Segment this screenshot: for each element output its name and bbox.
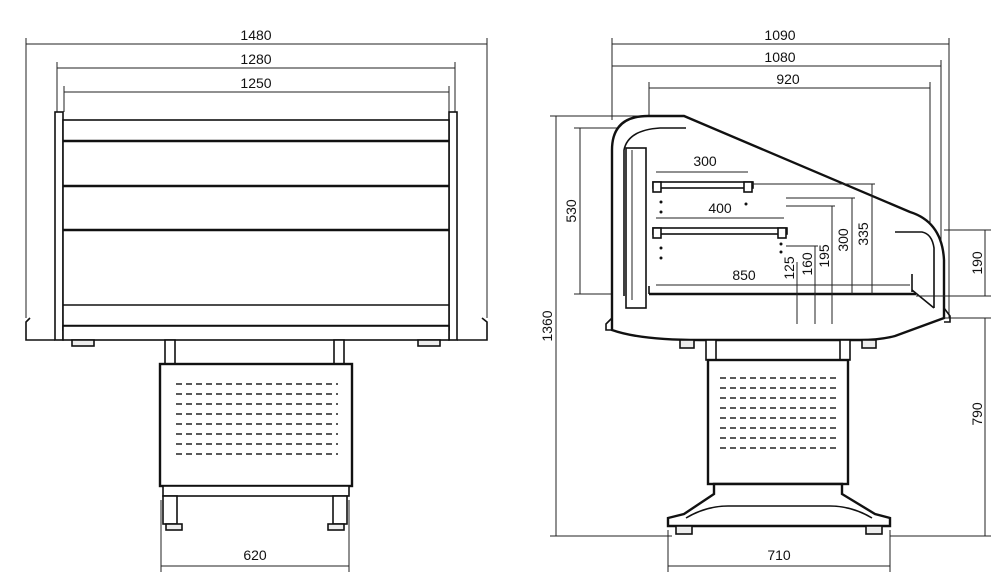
front-stand-rail: [162, 485, 350, 497]
front-stand-foot-left: [165, 523, 183, 531]
side-base-cabinet: [706, 358, 850, 486]
dim-label-790: 790: [969, 402, 985, 426]
side-dim-335: 335: [752, 183, 875, 294]
dim-label-335: 335: [855, 222, 871, 246]
dim-label-530: 530: [563, 199, 579, 223]
side-body-foot-rear: [861, 339, 877, 349]
side-dim-300: 300: [786, 197, 855, 294]
side-dot: [744, 202, 748, 206]
front-body: [62, 119, 450, 331]
side-dot: [659, 256, 663, 260]
dim-label-195: 195: [816, 244, 832, 268]
dim-label-710: 710: [767, 547, 791, 563]
side-dim-190: 190: [916, 229, 991, 297]
side-dot: [779, 250, 783, 254]
front-dim-1280: 1280: [56, 51, 456, 112]
front-right-post: [448, 111, 458, 341]
front-stand-foot-right: [327, 523, 345, 531]
front-bottom-frame: [62, 325, 450, 341]
side-dim-300-shelf: 300: [656, 153, 748, 173]
dim-label-1080: 1080: [764, 49, 795, 65]
dim-label-300: 300: [835, 228, 851, 252]
dim-label-125: 125: [781, 256, 797, 280]
front-stand-leg-left: [162, 495, 178, 525]
side-dot: [659, 200, 663, 204]
side-dim-920: 920: [648, 71, 931, 230]
side-dim-160: 160: [786, 245, 818, 324]
side-dim-850: 850: [656, 267, 910, 286]
side-dim-1090: 1090: [611, 27, 950, 318]
side-dot: [659, 246, 663, 250]
side-view: 1090 1080 920 530 1360: [539, 27, 991, 572]
dim-label-400-shelf: 400: [708, 200, 732, 216]
side-dim-710: 710: [667, 530, 891, 572]
dim-label-850: 850: [732, 267, 756, 283]
front-left-post: [54, 111, 64, 341]
dim-label-1280: 1280: [240, 51, 271, 67]
front-stand-leg-right: [332, 495, 348, 525]
front-left-hook: [25, 317, 55, 341]
front-base-cabinet: [158, 362, 354, 488]
front-right-hook: [457, 317, 488, 341]
front-body-foot-left: [71, 339, 95, 347]
front-dim-620: 620: [160, 500, 350, 572]
side-dim-400-shelf: 400: [656, 200, 784, 219]
dim-label-1360: 1360: [539, 310, 555, 341]
dim-label-1480: 1480: [240, 27, 271, 43]
side-shelf-upper: [652, 181, 754, 193]
dim-label-620: 620: [243, 547, 267, 563]
dim-label-920: 920: [776, 71, 800, 87]
front-leg-left: [164, 339, 176, 365]
side-dim-195: 195: [786, 205, 835, 324]
dim-label-1090: 1090: [764, 27, 795, 43]
side-pedestal-foot-rear: [865, 525, 883, 535]
front-dim-1250: 1250: [63, 75, 450, 112]
side-dim-125: 125: [781, 256, 798, 324]
dim-label-300-shelf: 300: [693, 153, 717, 169]
side-shelf-lower: [652, 227, 788, 239]
side-leg-rear: [839, 339, 851, 361]
side-rear-hook: [943, 307, 951, 323]
front-vent-grille: [176, 383, 338, 455]
side-dim-1080: 1080: [612, 49, 942, 240]
front-view: 1480 1280 1250: [25, 27, 488, 572]
side-dim-790: 790: [890, 317, 991, 537]
side-front-glass: [625, 147, 647, 309]
side-leg-front: [705, 339, 717, 361]
side-dot: [779, 242, 783, 246]
dim-label-160: 160: [799, 252, 815, 276]
side-dot: [659, 210, 663, 214]
dim-label-190: 190: [969, 251, 985, 275]
dim-label-1250: 1250: [240, 75, 271, 91]
front-dim-1480: 1480: [25, 27, 488, 318]
front-body-foot-right: [417, 339, 441, 347]
side-pedestal: [666, 482, 892, 528]
side-pedestal-foot-front: [675, 525, 693, 535]
side-front-hook: [605, 317, 613, 331]
front-leg-right: [333, 339, 345, 365]
side-body-foot-front: [679, 339, 695, 349]
